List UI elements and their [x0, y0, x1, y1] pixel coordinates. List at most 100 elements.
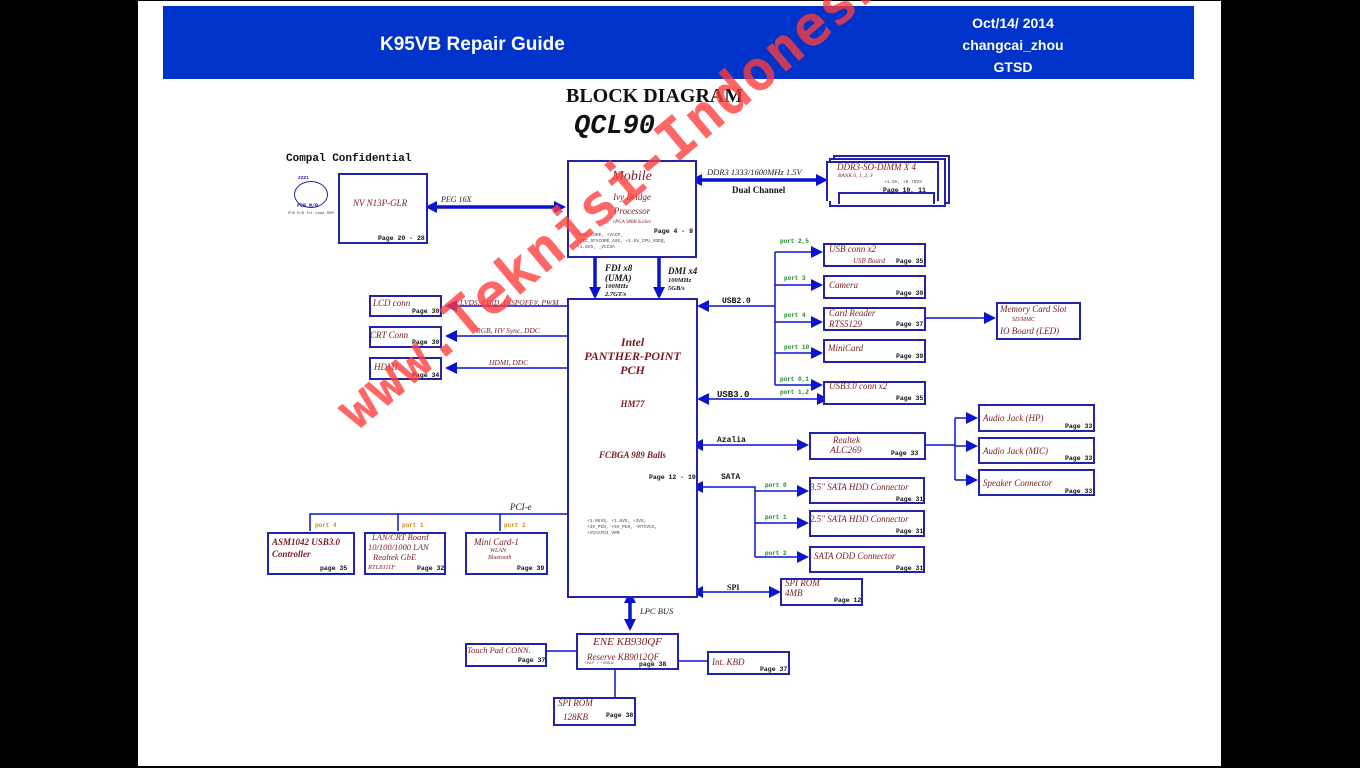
- sata-hdd2-label: 2.5" SATA HDD Connector: [810, 514, 909, 524]
- pch-vendor: Intel: [620, 335, 645, 349]
- ddr-channel-label: Dual Channel: [732, 185, 786, 195]
- camera-page: Page 30: [896, 290, 924, 297]
- pch-box[interactable]: [567, 298, 698, 598]
- usb3-bus-label: USB3.0: [717, 390, 750, 400]
- audio-hp-box[interactable]: [978, 404, 1095, 432]
- card-reader-box[interactable]: [823, 307, 926, 331]
- banner-author: changcai_zhou: [962, 37, 1064, 53]
- lan-page: Page 32: [417, 565, 445, 572]
- cpu-family: Ivy Bridge: [613, 192, 651, 202]
- touchpad-label: Touch Pad CONN.: [467, 645, 531, 655]
- dimm-page: Page 10, 11: [883, 187, 926, 194]
- ec-reserve: Reserve KB9012QF: [587, 652, 660, 662]
- pcb-logo-circle: [294, 181, 328, 208]
- usb3-conn-box[interactable]: [823, 381, 926, 405]
- spi-rom-box[interactable]: [780, 578, 863, 606]
- header-banner: K95VB Repair Guide Oct/14/ 2014 changcai…: [163, 6, 1194, 79]
- usb-conn-label: USB conn x2: [829, 244, 876, 254]
- usb-port-label: port 2,5: [780, 238, 809, 245]
- minicard-box[interactable]: [823, 339, 926, 363]
- speaker-box[interactable]: [978, 469, 1095, 496]
- minicard1-wlan: WLAN: [490, 548, 507, 554]
- lcd-conn-box[interactable]: [369, 295, 442, 317]
- azalia-bus-label: Azalia: [717, 436, 746, 445]
- crt-conn-box[interactable]: [369, 326, 442, 348]
- card-reader-port-label: port 4: [784, 312, 806, 319]
- pcie-bus-label: PCI-e: [510, 502, 532, 512]
- lan-speed: 10/100/1000 LAN: [368, 542, 429, 552]
- audio-mic-page: Page 33: [1065, 455, 1093, 462]
- confidential-label: Compal Confidential: [286, 153, 412, 165]
- guide-title: K95VB Repair Guide: [380, 34, 565, 55]
- gpu-box[interactable]: [338, 173, 428, 244]
- audio-mic-label: Audio Jack (MIC): [983, 446, 1048, 456]
- memory-card-box[interactable]: [996, 302, 1081, 340]
- touchpad-box[interactable]: [465, 643, 547, 667]
- speaker-page: Page 33: [1065, 488, 1093, 495]
- dimm-label: DDR3-SO-DIMM X 4: [837, 162, 916, 172]
- asm1042-box[interactable]: [267, 532, 355, 575]
- codec-box[interactable]: [809, 432, 926, 460]
- usb2-bus-label: USB2.0: [722, 297, 751, 306]
- minicard1-bt: Bluetooth: [488, 555, 512, 561]
- crt-conn-page: Page 30: [412, 339, 440, 346]
- kbd-box[interactable]: [707, 651, 790, 675]
- pch-chipset: HM77: [620, 399, 645, 409]
- camera-box[interactable]: [823, 275, 926, 299]
- card-reader-chip: RTS5129: [829, 319, 863, 329]
- dimm-rail: +1.5V, +0.75VS: [884, 180, 922, 185]
- ec-rom-label: SPI ROM: [558, 698, 593, 708]
- codec-vendor: Realtek: [833, 435, 860, 445]
- memory-card-label: Memory Card Slot: [1000, 304, 1067, 314]
- ec-rail: +3VLP / +3VALW: [584, 662, 614, 666]
- usb3-conn-port-label: port 0,1: [780, 376, 809, 383]
- sata-bus-label: SATA: [721, 473, 741, 482]
- gpu-label: NV N13P-GLR: [353, 198, 408, 208]
- asm1042-label: ASM1042 USB3.0: [272, 537, 341, 547]
- audio-hp-page: Page 33: [1065, 423, 1093, 430]
- minicard1-label: Mini Card-1: [474, 537, 519, 547]
- model-name: QCL90: [574, 112, 656, 142]
- lan-vendor: Realtek GbE: [373, 552, 417, 562]
- usb-conn-box[interactable]: [823, 243, 926, 267]
- minicard1-box[interactable]: [465, 532, 548, 575]
- dimm-notch: [838, 192, 935, 204]
- sata-hdd1-box[interactable]: [809, 477, 925, 504]
- codec-model: ALC269: [830, 446, 862, 456]
- camera-port-label: port 3: [784, 275, 806, 282]
- sata-hdd2-page: Page 31: [896, 528, 924, 535]
- lan-box[interactable]: [364, 532, 446, 575]
- pch-page: Page 12 - 19: [649, 474, 696, 481]
- ec-rom-box[interactable]: [553, 697, 636, 726]
- diagram-title: BLOCK DIAGRAM: [566, 85, 744, 107]
- hdmi-box[interactable]: [369, 357, 442, 380]
- pcie-port-label: port 1: [402, 522, 424, 529]
- audio-mic-box[interactable]: [978, 437, 1095, 464]
- sata-odd-box[interactable]: [809, 546, 925, 573]
- kbd-page: Page 37: [760, 666, 788, 673]
- minicard-page: Page 39: [896, 353, 924, 360]
- ec-rom-page: Page 38: [606, 712, 634, 719]
- minicard1-page: Page 39: [517, 565, 545, 572]
- lcd-bus-label: LVDS, EDID, DISPOFF#, PWM: [460, 298, 559, 307]
- fdi-clock: 100MHz: [605, 283, 629, 290]
- cpu-box[interactable]: [567, 160, 697, 258]
- minicard-port-label: port 10: [784, 344, 810, 351]
- usb3-port-label: port 1,2: [780, 389, 809, 396]
- fdi-mode: (UMA): [605, 273, 632, 283]
- sata-odd-label: SATA ODD Connector: [814, 551, 896, 561]
- usb-conn-page: Page 35: [896, 258, 924, 265]
- cpu-type: Processor: [613, 206, 651, 216]
- ec-box[interactable]: [576, 633, 679, 670]
- sata-hdd1-page: Page 31: [896, 496, 924, 503]
- pch-rail: +1.05VS, +1.8VS, +3VS,: [587, 519, 647, 524]
- asm1042-page: page 35: [320, 565, 348, 572]
- ec-page: page 38: [639, 661, 667, 668]
- audio-hp-label: Audio Jack (HP): [983, 413, 1044, 423]
- sata-hdd1-label: 3.5" SATA HDD Connector: [810, 482, 909, 492]
- ddr-bus-label: DDR3 1333/1600MHz 1.5V: [707, 167, 802, 177]
- pch-package: FCBGA 989 Balls: [598, 450, 667, 460]
- fdi-label: FDI x8: [605, 263, 633, 273]
- crt-conn-label: CRT Conn: [370, 330, 409, 340]
- sata-hdd2-box[interactable]: [809, 510, 925, 537]
